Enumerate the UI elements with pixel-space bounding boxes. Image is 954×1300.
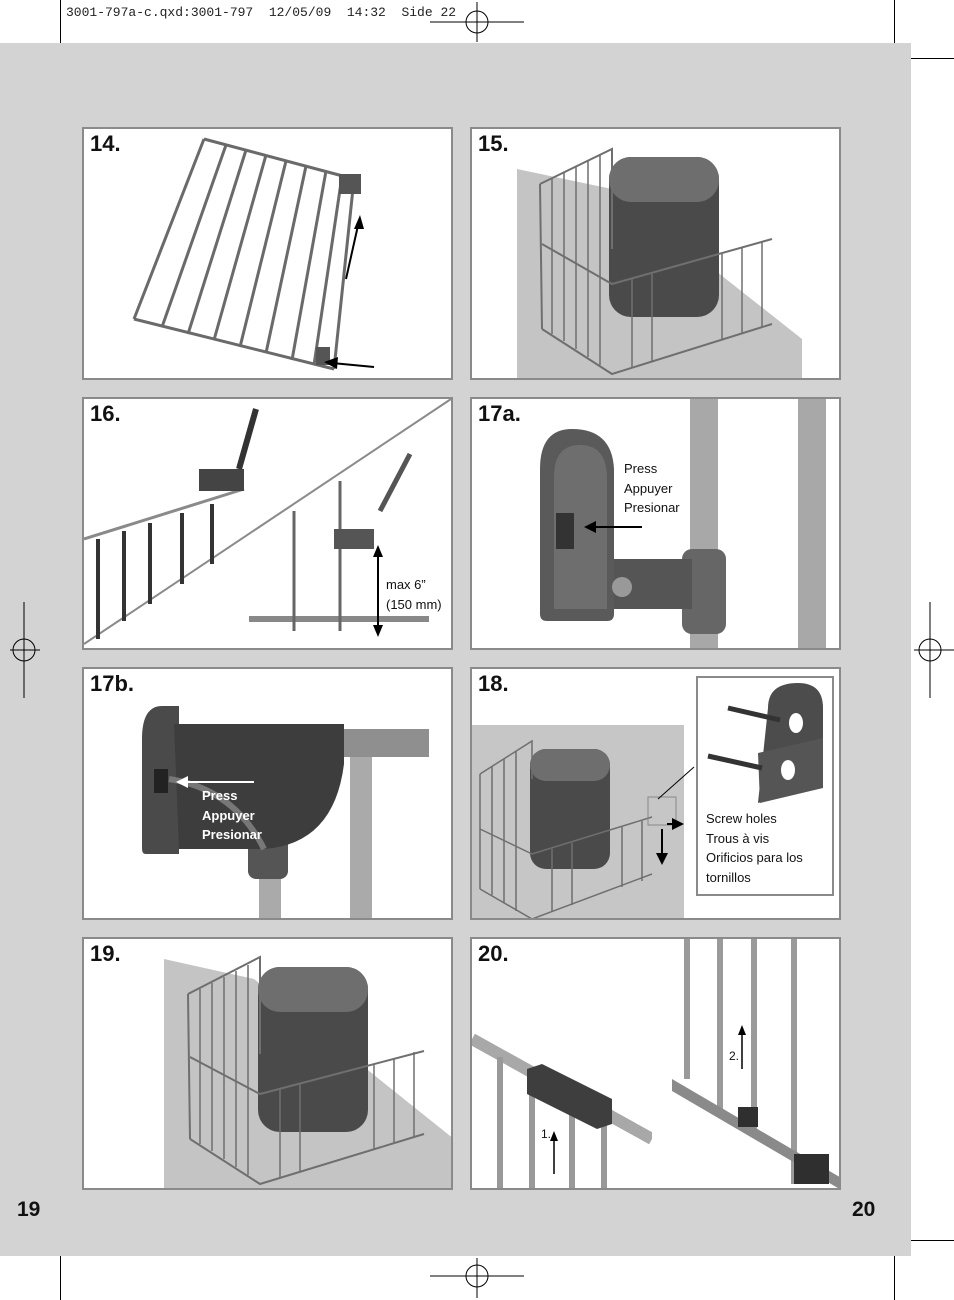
crop-mark	[906, 1240, 954, 1241]
panel-step-15: 15.	[470, 127, 841, 380]
step-number: 18.	[478, 671, 509, 696]
step-number: 15.	[478, 131, 509, 156]
crop-mark	[894, 0, 895, 48]
bracket-height-illustration	[84, 399, 451, 645]
crop-mark	[60, 1252, 61, 1300]
registration-mark-bottom	[430, 1258, 524, 1298]
enclosure-illustration	[517, 147, 802, 378]
bracket-release-illustration	[540, 399, 826, 648]
panel-step-17b: 17b. Press Appuyer Presionar	[82, 667, 453, 920]
locking-mechanism-illustration	[472, 939, 839, 1188]
installed-enclosure-illustration	[164, 955, 451, 1188]
step-number: 16.	[90, 401, 121, 426]
registration-mark-right	[914, 602, 954, 698]
bracket-closeup-illustration	[142, 706, 429, 918]
wall-bracket-icon	[707, 683, 823, 803]
panel-step-20: 20. 1. 2.	[470, 937, 841, 1190]
step-number: 20.	[478, 941, 509, 966]
crop-mark	[894, 1252, 895, 1300]
print-slug: 3001-797a-c.qxd:3001-797 12/05/09 14:32 …	[66, 5, 457, 20]
panel-step-18: 18. Screw holes Trous à	[470, 667, 841, 920]
step-one-label: 1.	[541, 1127, 552, 1141]
screw-holes-caption: Screw holes Trous à vis Orificios para l…	[706, 811, 803, 885]
step-number: 14.	[90, 131, 121, 156]
press-caption: Press Appuyer Presionar	[202, 788, 262, 842]
step-number: 17b.	[90, 671, 135, 696]
crop-mark	[60, 0, 61, 48]
panel-step-19: 19.	[82, 937, 453, 1190]
step-number: 19.	[90, 941, 121, 966]
panel-step-17a: 17a. Press Appuyer Presionar	[470, 397, 841, 650]
screw-holes-inset: Screw holes Trous à vis Orificios para l…	[696, 676, 834, 896]
registration-mark-left	[10, 602, 40, 698]
press-caption: Press Appuyer Presionar	[624, 461, 680, 515]
max-height-caption: max 6” (150 mm)	[386, 577, 442, 612]
gate-panel-illustration	[132, 137, 375, 371]
registration-mark-top	[430, 2, 524, 42]
step-two-label: 2.	[729, 1049, 740, 1063]
panel-step-16: 16. max 6” (150 mm)	[82, 397, 453, 650]
page-number-left: 19	[17, 1198, 41, 1221]
panel-step-14: 14.	[82, 127, 453, 380]
page-number-right: 20	[852, 1198, 876, 1221]
wall-mount-illustration	[472, 725, 695, 918]
crop-mark	[906, 58, 954, 59]
step-number: 17a.	[478, 401, 521, 426]
